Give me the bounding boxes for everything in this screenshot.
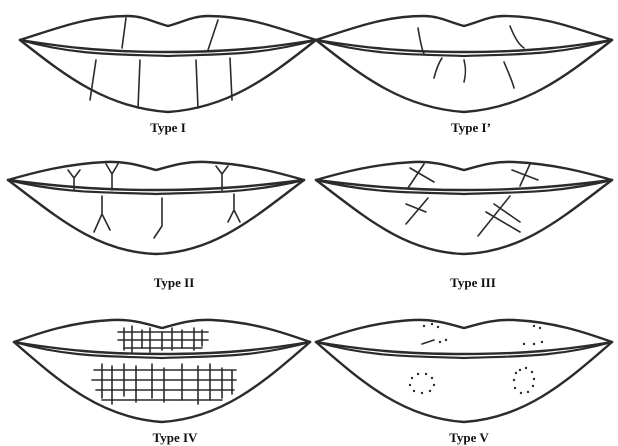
panel-caption-type-5: Type V — [369, 430, 569, 446]
lip-diagram-type-1 — [18, 8, 318, 120]
panel-caption-type-3: Type III — [373, 275, 573, 291]
groove-pattern — [90, 18, 232, 108]
lip-diagram-type-3 — [314, 160, 614, 272]
lip-diagram-type-5 — [314, 318, 614, 430]
lip-diagram-type-1-prime — [314, 8, 614, 120]
lip-outline — [316, 320, 612, 422]
groove-pattern — [92, 326, 236, 404]
lip-outline — [316, 16, 612, 112]
lip-diagram-type-4 — [12, 318, 312, 430]
lip-outline — [8, 162, 304, 254]
groove-pattern — [418, 26, 524, 88]
groove-pattern — [68, 164, 240, 238]
lip-diagram-type-2 — [6, 160, 306, 272]
panel-caption-type-2: Type II — [74, 275, 274, 291]
panel-caption-type-4: Type IV — [75, 430, 275, 446]
groove-pattern — [406, 164, 538, 236]
panel-caption-type-1: Type I — [68, 120, 268, 136]
lip-outline — [316, 162, 612, 254]
panel-caption-type-1-prime: Type I’ — [371, 120, 571, 136]
lip-outline — [20, 16, 316, 112]
